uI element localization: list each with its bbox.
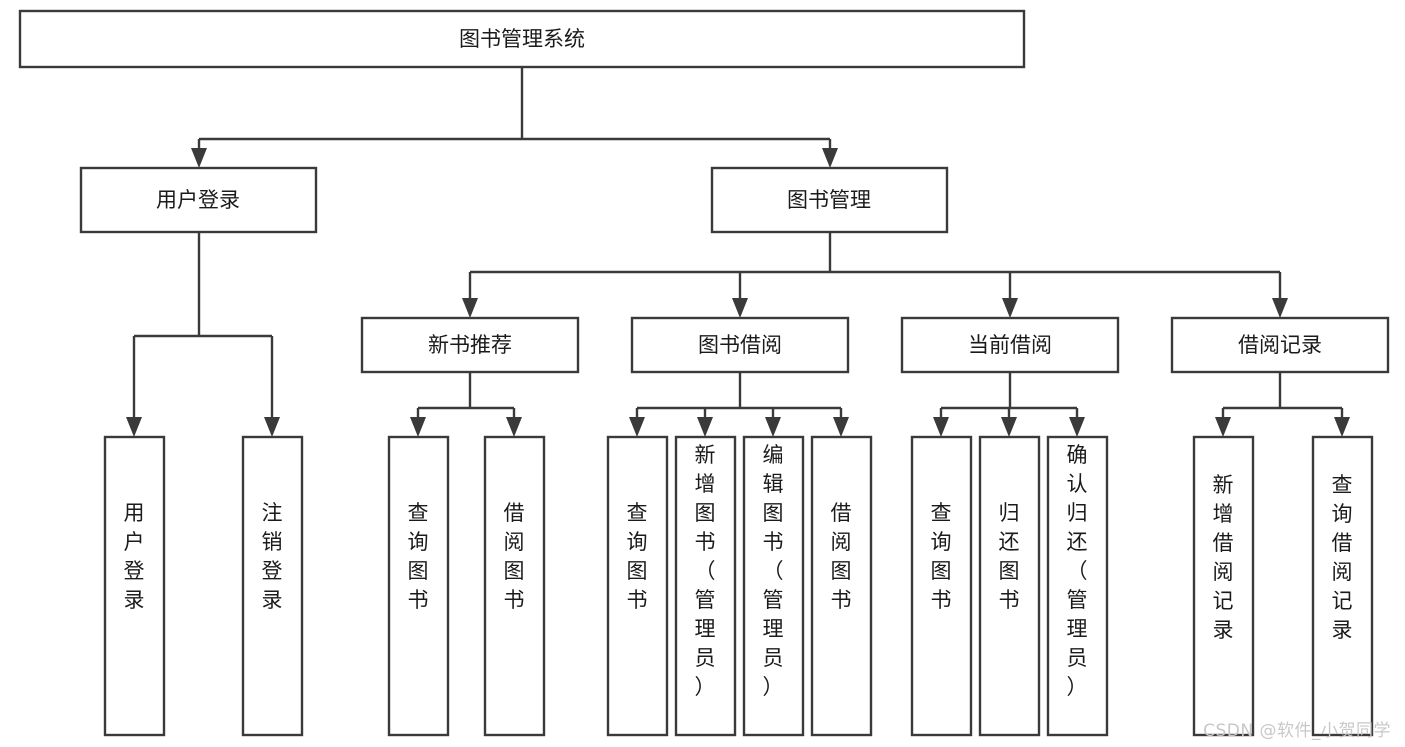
link-book-manage-bus	[468, 232, 1282, 308]
node-leaf-logout-label: 注销登录	[262, 501, 283, 612]
arrowhead-book-borrow	[732, 298, 748, 318]
node-leaf-add-book-admin-label: 新增图书（管理员）	[695, 443, 716, 699]
arrowhead-leaf-query-book-borrow	[629, 417, 645, 437]
node-leaf-query-book-recommend[interactable]: 查询图书	[387, 435, 450, 737]
node-leaf-user-login-label: 用户登录	[124, 501, 145, 612]
arrowhead-borrow-record	[1272, 298, 1288, 318]
link-root-bus	[197, 67, 832, 158]
node-book-borrow[interactable]: 图书借阅	[630, 316, 850, 374]
node-current-borrow-label: 当前借阅	[968, 333, 1052, 357]
link-book-borrow-bus	[635, 372, 843, 427]
node-leaf-logout[interactable]: 注销登录	[241, 435, 304, 737]
node-leaf-return-book-label: 归还图书	[999, 501, 1020, 612]
node-root-label: 图书管理系统	[459, 27, 585, 51]
connector-layer	[126, 67, 1350, 437]
node-leaf-borrow-book-label: 借阅图书	[831, 501, 852, 612]
node-leaf-borrow-book-recommend-label: 借阅图书	[504, 501, 525, 612]
node-layer: 图书管理系统 用户登录 图书管理 新书推荐 图书借阅 当前借阅 借阅记录	[18, 9, 1390, 737]
arrowhead-leaf-borrow-book	[833, 417, 849, 437]
link-user-login-bus	[132, 232, 274, 427]
link-new-book-recommend-bus	[416, 372, 516, 427]
node-leaf-confirm-return-admin-label: 确认归还（管理员）	[1067, 443, 1088, 699]
node-leaf-query-book-recommend-label: 查询图书	[408, 501, 429, 612]
node-root[interactable]: 图书管理系统	[18, 9, 1026, 69]
node-leaf-query-borrow-record[interactable]: 查询借阅记录	[1311, 435, 1374, 737]
node-leaf-confirm-return-admin[interactable]: 确认归还（管理员）	[1046, 435, 1109, 737]
node-new-book-recommend-label: 新书推荐	[428, 333, 512, 357]
node-leaf-edit-book-admin-label: 编辑图书（管理员）	[763, 443, 784, 699]
arrowhead-leaf-query-borrow-record	[1334, 417, 1350, 437]
node-leaf-return-book[interactable]: 归还图书	[978, 435, 1041, 737]
node-current-borrow[interactable]: 当前借阅	[900, 316, 1120, 374]
node-leaf-add-borrow-record-label: 新增借阅记录	[1213, 473, 1234, 642]
node-leaf-query-book-current[interactable]: 查询图书	[910, 435, 973, 737]
node-book-manage-label: 图书管理	[787, 188, 871, 212]
node-leaf-query-book-borrow-label: 查询图书	[627, 501, 648, 612]
arrowhead-user-login	[191, 148, 207, 168]
arrowhead-leaf-user-login	[126, 417, 142, 437]
node-leaf-borrow-book-recommend[interactable]: 借阅图书	[483, 435, 546, 737]
node-book-borrow-label: 图书借阅	[698, 333, 782, 357]
node-leaf-query-book-borrow[interactable]: 查询图书	[606, 435, 669, 737]
node-borrow-record[interactable]: 借阅记录	[1170, 316, 1390, 374]
arrowhead-leaf-edit-book-admin	[765, 417, 781, 437]
node-user-login-label: 用户登录	[156, 188, 240, 212]
node-new-book-recommend[interactable]: 新书推荐	[360, 316, 580, 374]
arrowhead-leaf-add-borrow-record	[1215, 417, 1231, 437]
arrowhead-leaf-return-book	[1001, 417, 1017, 437]
arrowhead-leaf-add-book-admin	[697, 417, 713, 437]
arrowhead-current-borrow	[1002, 298, 1018, 318]
node-borrow-record-label: 借阅记录	[1238, 333, 1322, 357]
arrowhead-leaf-logout	[264, 417, 280, 437]
arrowhead-book-manage	[822, 148, 838, 168]
node-leaf-add-borrow-record[interactable]: 新增借阅记录	[1192, 435, 1255, 737]
node-user-login[interactable]: 用户登录	[79, 166, 318, 234]
arrowhead-leaf-borrow-book-recommend	[506, 417, 522, 437]
link-borrow-record-bus	[1221, 372, 1344, 427]
arrowhead-new-book-recommend	[462, 298, 478, 318]
node-book-manage[interactable]: 图书管理	[710, 166, 949, 234]
arrowhead-leaf-query-book-current	[933, 417, 949, 437]
node-leaf-user-login[interactable]: 用户登录	[103, 435, 166, 737]
node-leaf-query-book-current-label: 查询图书	[931, 501, 952, 612]
node-leaf-borrow-book[interactable]: 借阅图书	[810, 435, 873, 737]
node-leaf-add-book-admin[interactable]: 新增图书（管理员）	[674, 435, 737, 737]
arrowhead-leaf-query-book-recommend	[410, 417, 426, 437]
node-leaf-query-borrow-record-label: 查询借阅记录	[1332, 473, 1353, 642]
arrowhead-leaf-confirm-return-admin	[1069, 417, 1085, 437]
node-leaf-edit-book-admin[interactable]: 编辑图书（管理员）	[742, 435, 805, 737]
